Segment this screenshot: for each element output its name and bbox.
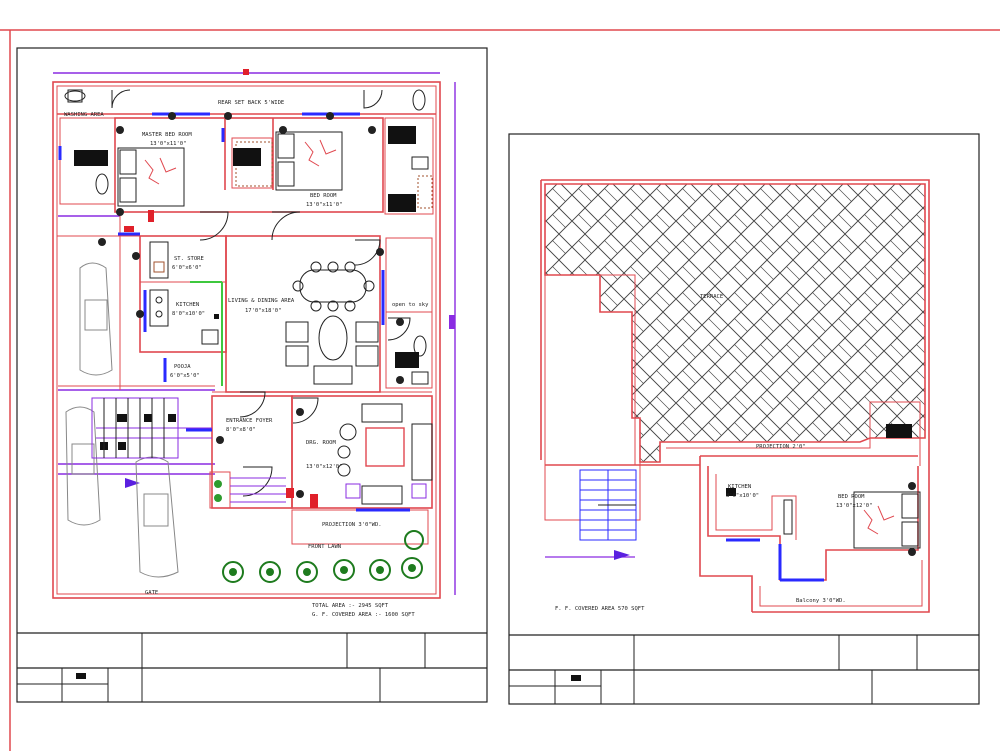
- master-bed-room-size: 13'0"x11'0": [150, 141, 186, 147]
- balcony-label: Balcony 3'0"WD.: [796, 598, 846, 604]
- living-dining-label: LIVING & DINING AREA: [228, 298, 295, 304]
- first-floor-kitchen-block: [726, 488, 736, 496]
- kitchen-counter-icon: [149, 241, 219, 345]
- sheet-border: [0, 29, 1000, 751]
- first-floor-staircase: [579, 469, 637, 541]
- first-floor-fixture-block: [886, 424, 912, 438]
- open-to-sky-label: open to sky: [392, 302, 429, 308]
- bed-room-label: BED ROOM: [310, 193, 337, 199]
- fixture-blocks: [74, 126, 419, 508]
- projection-ff-label: PROJECTION 2'0": [756, 444, 806, 450]
- bed-room-ff-size: 13'0"x12'0": [836, 503, 872, 509]
- ground-floor-walls: [57, 113, 436, 545]
- ground-floor-staircase: [91, 397, 212, 459]
- terrace-label: TERRACE: [700, 294, 723, 300]
- pooja-label: POOJA: [174, 364, 191, 370]
- gate-label: GATE: [145, 590, 158, 596]
- first-floor-windows: [726, 499, 824, 582]
- bed-room-ff-label: BED ROOM: [838, 494, 865, 500]
- total-area-label: TOTAL AREA :- 2945 SQFT: [312, 603, 389, 609]
- master-bed-room-label: MASTER BED ROOM: [142, 132, 192, 138]
- ground-floor-sheet: REAR SET BACK 5'WIDE WASHING AREA MASTER…: [16, 47, 488, 703]
- rear-set-back-label: REAR SET BACK 5'WIDE: [218, 100, 284, 106]
- dining-table-icon: [292, 261, 375, 312]
- first-floor-title-block: [509, 634, 979, 704]
- living-dining-size: 17'0"x18'0": [245, 308, 281, 314]
- ff-covered-area-label: F. F. COVERED AREA 570 SQFT: [555, 606, 645, 612]
- covered-area-label: G. F. COVERED AREA :- 1600 SQFT: [312, 612, 415, 618]
- drg-room-size: 13'0"x12'0": [306, 464, 342, 470]
- entrance-steps: [209, 471, 286, 509]
- column-markers: [98, 112, 404, 498]
- toilet-fixtures-icon: [64, 89, 433, 385]
- store-label: ST. STORE: [174, 256, 204, 262]
- bed-room-size: 13'0"x11'0": [306, 202, 342, 208]
- projection-label: PROJECTION 3'0"WD.: [322, 522, 382, 528]
- store-size: 6'0"x6'0": [172, 265, 202, 271]
- entrance-foyer-size: 8'0"x8'0": [226, 427, 256, 433]
- front-lawn-label: FRONT LAWN: [308, 544, 341, 550]
- kitchen-label: KITCHEN: [176, 302, 199, 308]
- living-sofa-icon: [285, 315, 379, 385]
- kitchen-size: 8'0"x10'0": [172, 311, 205, 317]
- plant-icons: [222, 530, 424, 583]
- bed-room-bed-icon: [275, 131, 343, 191]
- first-floor-sheet: TERRACE PROJECTION 2'0" KITCHEN 8'0"x10'…: [508, 133, 980, 705]
- drawing-room-sofa-icon: [337, 403, 433, 505]
- ground-floor-title-block: [17, 632, 487, 702]
- terrace-pattern: [544, 183, 926, 463]
- drg-room-label: DRG. ROOM: [306, 440, 336, 446]
- kitchen-ff-label: KITCHEN: [728, 484, 751, 490]
- entrance-foyer-label: ENTRANCE FOYER: [226, 418, 273, 424]
- pooja-size: 6'0"x5'0": [170, 373, 200, 379]
- ground-floor-windows: [58, 112, 410, 512]
- master-bed-icon: [117, 147, 185, 207]
- ground-floor-dimension-lines: [53, 69, 456, 595]
- ground-floor-plot-boundary: [52, 81, 441, 599]
- washing-area-label: WASHING AREA: [64, 112, 104, 118]
- kitchen-ff-size: 8'0"x10'0": [726, 493, 759, 499]
- first-floor-bed-icon: [853, 482, 921, 556]
